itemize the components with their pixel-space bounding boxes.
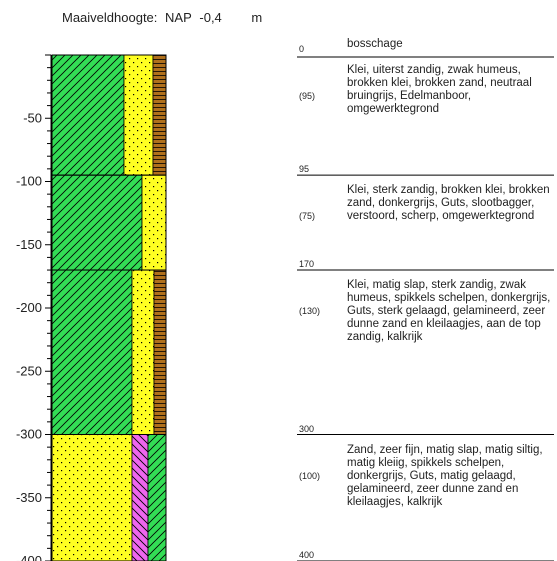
surface-elevation-value: -0,4 [199, 10, 222, 25]
surface-elevation-unit: m [251, 10, 263, 25]
axis-tick-label: -350 [16, 490, 42, 505]
axis-tick-label: -150 [16, 237, 42, 252]
bottom-depth: 400 [299, 550, 315, 560]
layer-dividers [297, 56, 554, 561]
layer-3-clay-fill [51, 269, 133, 435]
layer-4-thickness: (100) [299, 470, 321, 481]
axis-tick-label: -300 [16, 427, 42, 442]
surface-elevation-caption: Maaiveldhoogte: [62, 10, 158, 25]
axis-tick-label: -250 [16, 363, 42, 378]
surface-elevation-datum: NAP [165, 10, 192, 25]
layer-3-description: Klei, matig slap, sterk zandig, zwak hum… [347, 279, 551, 344]
layer-column [51, 54, 167, 561]
axis-tick-label: -50 [23, 110, 42, 125]
layer-4-clay-fill [147, 434, 167, 561]
layer-4-sand-fill [51, 434, 133, 561]
layer-2-clay-fill [51, 174, 143, 271]
layer-4-top-depth: 300 [299, 423, 315, 434]
layer-3-sand-fill [131, 269, 155, 435]
axis-tick-label: -400 [16, 553, 42, 561]
layer-4-description: Zand, zeer fijn, matig slap, matig silti… [347, 443, 543, 508]
layer-3-top-depth: 170 [299, 259, 315, 270]
layer-4-shells-fill [131, 434, 149, 561]
layer-3-humus-fill [153, 269, 167, 435]
layer-1-thickness: (95) [299, 91, 316, 101]
layer-2-sand-fill [141, 174, 167, 271]
layer-2-thickness: (75) [299, 211, 316, 222]
axis-tick-label: -100 [16, 174, 42, 189]
depth-axis: -50 -100 -150 -200 -250 -300 -350 -400 [16, 54, 52, 561]
layer-4-outline [51, 434, 167, 561]
layer-1-sand-fill [123, 54, 154, 176]
layer-2-description: Klei, sterk zandig, brokken klei, brokke… [347, 184, 550, 223]
surface-vegetation-label: bosschage [347, 38, 403, 50]
layer-3-thickness: (130) [299, 306, 321, 317]
layer-1-top-depth: 0 [299, 44, 305, 54]
axis-tick-label: -200 [16, 300, 42, 315]
surface-elevation-label: Maaiveldhoogte: NAP -0,4 m [62, 10, 262, 25]
layer-1-clay-fill [51, 54, 125, 176]
layer-1-description: Klei, uiterst zandig, zwak humeus, brokk… [347, 64, 532, 115]
layer-2-top-depth: 95 [299, 164, 310, 175]
layer-1-humus-fill [152, 54, 167, 176]
